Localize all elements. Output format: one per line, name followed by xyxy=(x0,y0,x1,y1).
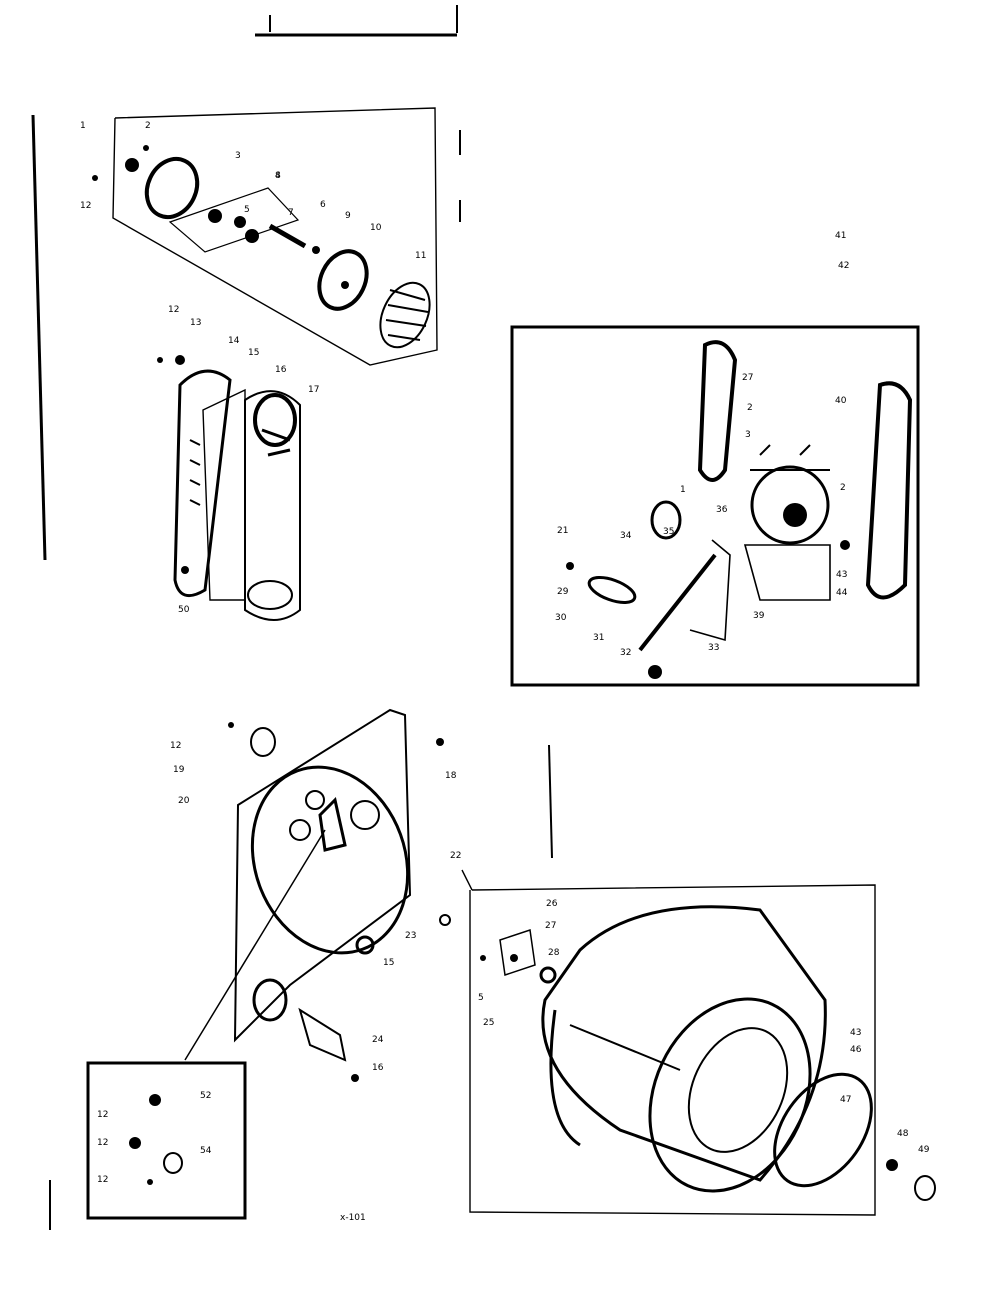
part-label-inset_group-0: 12 xyxy=(97,1110,108,1120)
blower-wheel xyxy=(379,281,431,349)
part-label-bulkhead_group-6: 15 xyxy=(383,958,394,968)
part-label-drum_group-1: 27 xyxy=(545,921,556,931)
part-label-blower_group-4: 5 xyxy=(244,205,250,215)
part-label-blower_group-11: 12 xyxy=(80,201,91,211)
lamp-bracket xyxy=(298,1007,347,1062)
part-label-drum_group-5: 43 xyxy=(850,1028,861,1038)
part-label-motor_group-4: 42 xyxy=(838,261,849,271)
pulley-nut xyxy=(125,158,139,172)
part-label-motor_group-1: 2 xyxy=(747,403,753,413)
drum xyxy=(541,905,827,1182)
bearing-c xyxy=(245,229,259,243)
part-label-blower_group-3: 4 xyxy=(275,171,281,181)
part-label-motor_group-3: 41 xyxy=(835,231,846,241)
part-label-idler_group-5: 17 xyxy=(308,385,319,395)
seal-ring xyxy=(144,156,200,220)
part-label-inset_group-4: 12 xyxy=(97,1138,108,1148)
bulkhead-ring xyxy=(250,765,410,955)
part-label-blower_group-7: 8 xyxy=(275,171,281,181)
part-label-drum_group-4: 25 xyxy=(483,1018,494,1028)
part-label-bulkhead_group-0: 12 xyxy=(170,741,181,751)
part-label-inset_group-1: 52 xyxy=(200,1091,211,1101)
bearing-b xyxy=(234,216,246,228)
part-label-idler_group-6: 50 xyxy=(178,605,190,615)
bearing-a xyxy=(208,209,222,223)
motor xyxy=(750,465,830,545)
divider-mark xyxy=(548,744,553,859)
blower-plate xyxy=(317,249,369,311)
part-label-inset_group-2: 12 xyxy=(97,1175,108,1185)
part-label-drum_group-7: 47 xyxy=(840,1095,851,1105)
inset-detail xyxy=(86,1061,247,1220)
part-label-idler_group-1: 13 xyxy=(190,318,201,328)
part-label-blower_group-10: 11 xyxy=(415,251,426,261)
part-label-drum_group-3: 5 xyxy=(478,993,484,1003)
part-label-blower_group-2: 3 xyxy=(235,151,241,161)
part-label-drum_group-0: 26 xyxy=(546,899,558,909)
part-label-motor_group-15: 32 xyxy=(620,648,631,658)
part-label-motor_group-16: 33 xyxy=(708,643,719,653)
part-label-motor_group-11: 21 xyxy=(557,526,568,536)
idler-housing xyxy=(157,355,301,621)
part-label-motor_group-0: 27 xyxy=(742,373,753,383)
part-label-drum_group-8: 48 xyxy=(897,1129,909,1139)
part-label-motor_group-17: 39 xyxy=(753,611,765,621)
part-label-motor_group-7: 1 xyxy=(680,485,686,495)
blower-assembly xyxy=(92,107,438,366)
part-label-bulkhead_group-4: 22 xyxy=(450,851,461,861)
spring-31 xyxy=(638,553,717,652)
part-label-blower_group-8: 9 xyxy=(345,211,351,221)
rear-seal xyxy=(250,727,276,757)
part-label-motor_group-19: 44 xyxy=(836,588,848,598)
part-label-bulkhead_group-1: 19 xyxy=(173,765,185,775)
shaft xyxy=(268,223,307,249)
motor-frame xyxy=(510,325,920,687)
part-label-bulkhead_group-3: 20 xyxy=(178,796,190,806)
part-label-bulkhead_group-8: 16 xyxy=(372,1063,384,1073)
part-label-drum_group-9: 49 xyxy=(918,1145,930,1155)
part-label-motor_group-6: 34 xyxy=(620,531,632,541)
part-label-blower_group-9: 10 xyxy=(370,223,382,233)
part-label-motor_group-10: 2 xyxy=(840,483,846,493)
part-label-motor_group-9: 36 xyxy=(716,505,728,515)
front-bulkhead xyxy=(233,708,412,1043)
part-label-motor_group-14: 31 xyxy=(593,633,604,643)
motor-group xyxy=(510,325,920,687)
drive-belt-40 xyxy=(865,381,913,600)
part-label-inset_group-3: 54 xyxy=(200,1146,212,1156)
part-label-motor_group-18: 43 xyxy=(836,570,847,580)
idler-arm-30 xyxy=(587,576,637,604)
part-label-blower_group-5: 6 xyxy=(320,200,326,210)
left-margin-rule xyxy=(31,114,47,561)
drive-belt-37 xyxy=(697,340,738,482)
part-label-blower_group-0: 1 xyxy=(80,121,86,131)
drum-group xyxy=(461,869,936,1216)
drum-pulley-35 xyxy=(650,500,682,540)
part-label-idler_group-3: 15 xyxy=(248,348,259,358)
part-label-motor_group-5: 40 xyxy=(835,396,847,406)
part-label-bulkhead_group-5: 23 xyxy=(405,931,416,941)
part-label-motor_group-2: 3 xyxy=(745,430,751,440)
inset-frame xyxy=(86,1061,247,1220)
part-label-motor_group-12: 29 xyxy=(557,587,569,597)
bulkhead-group xyxy=(184,708,451,1082)
stray-mark: x-101 xyxy=(340,1213,366,1223)
drum-front-opening xyxy=(648,997,812,1193)
part-label-blower_group-6: 7 xyxy=(288,208,294,218)
part-label-motor_group-8: 35 xyxy=(663,527,674,537)
part-label-idler_group-2: 14 xyxy=(228,336,240,346)
part-label-blower_group-1: 2 xyxy=(145,121,151,131)
part-label-bulkhead_group-2: 18 xyxy=(445,771,457,781)
part-label-drum_group-6: 46 xyxy=(850,1045,862,1055)
drum-seal-47 xyxy=(773,1072,873,1188)
part-label-drum_group-2: 28 xyxy=(548,948,560,958)
part-label-bulkhead_group-7: 24 xyxy=(372,1035,384,1045)
idler-pulley xyxy=(253,393,297,447)
part-label-idler_group-4: 16 xyxy=(275,365,287,375)
part-label-motor_group-13: 30 xyxy=(555,613,567,623)
part-label-idler_group-0: 12 xyxy=(168,305,179,315)
